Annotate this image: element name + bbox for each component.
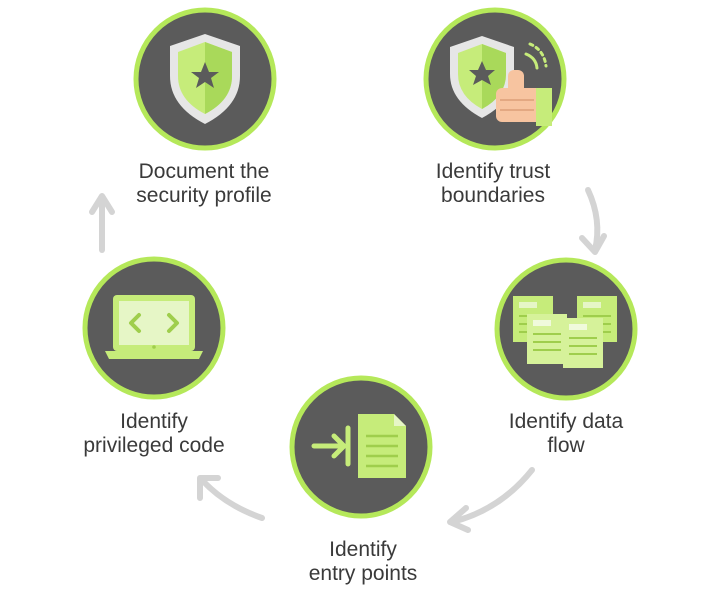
step-label-line1: Document the (138, 160, 270, 183)
step-label-line1: Identify data (508, 410, 624, 433)
step-label: Identify data flow (446, 410, 686, 458)
shield-star-icon (133, 7, 277, 151)
step-label-line1: Identify (329, 538, 397, 561)
step-label-line1: Identify trust (435, 160, 551, 183)
arrow-entry-to-privileged (197, 475, 265, 521)
step-label-line1: Identify (120, 410, 188, 433)
documents-icon (494, 257, 638, 401)
step-label-line2: flow (547, 434, 585, 457)
step-label: Identify entry points (243, 538, 483, 586)
step-label-line2: security profile (136, 184, 272, 207)
laptop-code-icon (82, 256, 226, 400)
shield-thumbs-up-icon (423, 7, 567, 151)
step-label: Identify privileged code (34, 410, 274, 458)
enter-document-icon (289, 375, 433, 519)
arrow-privileged-to-document (89, 193, 115, 253)
step-label-line2: privileged code (83, 434, 225, 457)
step-label-line2: boundaries (441, 184, 545, 207)
step-label-line2: entry points (308, 562, 418, 585)
step-label: Document the security profile (84, 160, 324, 208)
arrow-dataflow-to-entry (447, 467, 535, 533)
step-label: Identify trust boundaries (373, 160, 613, 208)
arrow-trust-to-dataflow (579, 187, 607, 255)
